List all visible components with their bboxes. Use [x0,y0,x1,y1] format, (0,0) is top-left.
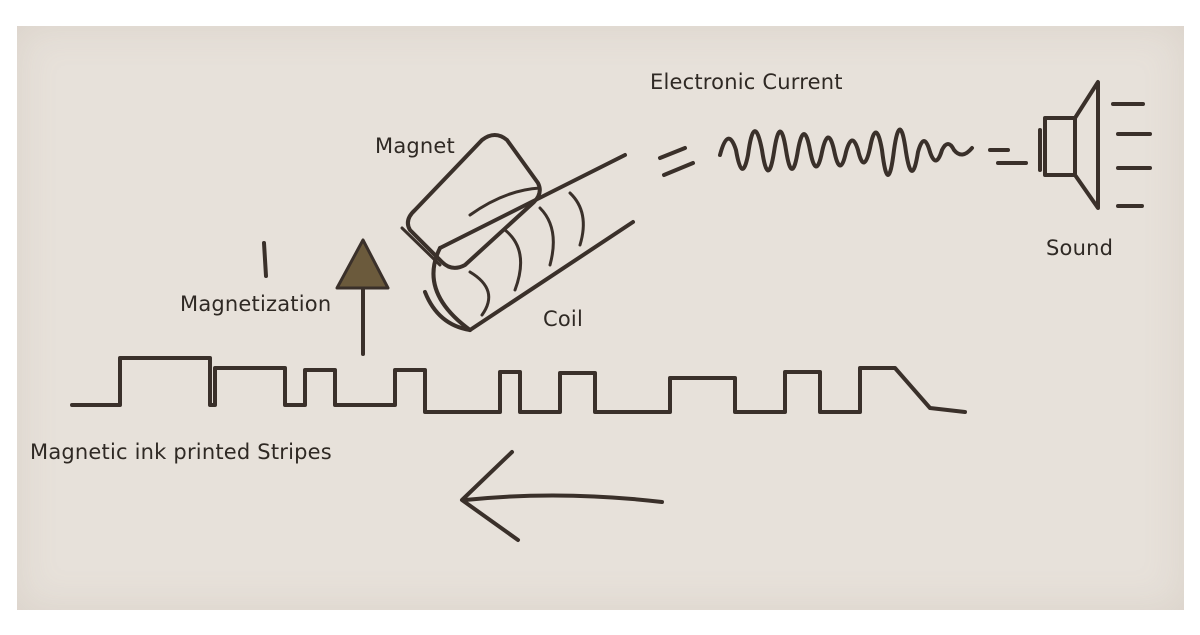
stripes-label: Magnetic ink printed Stripes [30,440,332,464]
electronic-current-label: Electronic Current [650,70,843,94]
coil-shape [423,153,635,332]
magnetization-tick [262,241,268,278]
coil-label: Coil [543,307,583,331]
electronic-current-waveform [718,127,974,177]
motion-arrow-shaft [463,493,664,504]
magnetization-arrow-head [335,238,390,290]
magnetization-label: Magnetization [180,292,332,316]
speaker-icon [1038,80,1100,210]
paper-background [17,26,1184,610]
motion-arrow-head [460,450,520,542]
sound-label: Sound [1046,236,1114,260]
magnet-label: Magnet [375,134,455,158]
equals-sign-right [988,148,1028,165]
sound-waves-icon [1111,102,1152,208]
magnetic-stripes-wave [70,356,967,414]
equals-sign-left [658,146,695,177]
